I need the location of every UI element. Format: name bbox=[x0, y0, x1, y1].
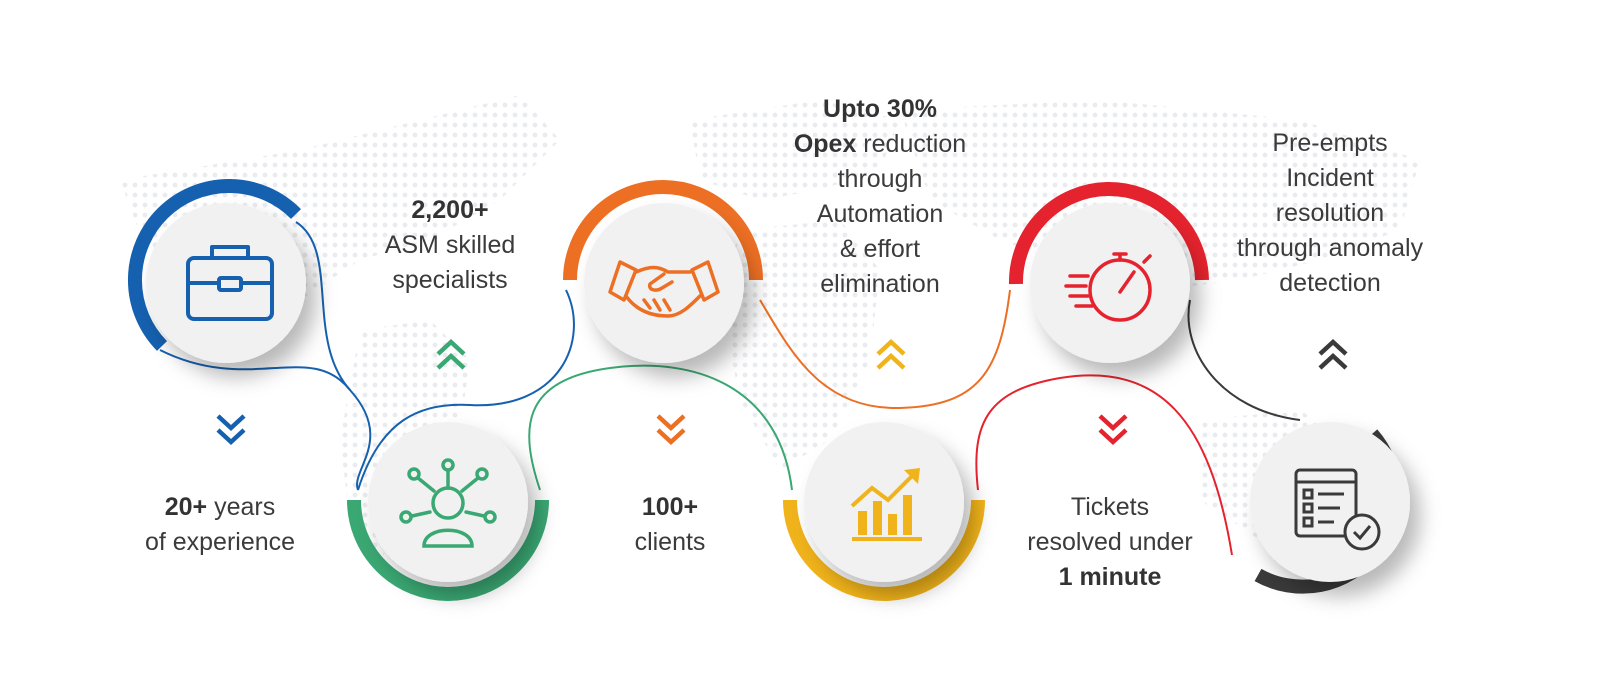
stat-label: Pre-empts bbox=[1272, 129, 1388, 157]
down-chevron-icon bbox=[656, 414, 686, 446]
handshake-icon bbox=[608, 260, 720, 318]
stat-incident: Pre-empts Incident resolution through an… bbox=[1200, 126, 1460, 301]
stat-label: through bbox=[837, 165, 923, 193]
stat-clients: 100+ clients bbox=[560, 490, 780, 560]
stat-label: specialists bbox=[392, 266, 508, 294]
stat-value: 1 minute bbox=[1058, 563, 1162, 591]
stat-label: clients bbox=[634, 528, 706, 556]
stat-label: Tickets bbox=[1070, 493, 1150, 521]
down-chevron-icon bbox=[1098, 414, 1128, 446]
stat-label: through anomaly bbox=[1236, 234, 1424, 262]
growth-chart-icon bbox=[850, 468, 922, 541]
node-specialists bbox=[347, 422, 549, 601]
stat-tickets: Tickets resolved under 1 minute bbox=[990, 490, 1230, 595]
up-chevron-icon bbox=[1318, 338, 1348, 370]
stat-value: Upto 30% bbox=[823, 95, 937, 123]
briefcase-icon bbox=[186, 245, 274, 321]
stat-label: ASM skilled bbox=[384, 231, 516, 259]
stat-label: Automation bbox=[816, 200, 944, 228]
node-tickets bbox=[1008, 182, 1209, 363]
stat-label: years bbox=[207, 493, 276, 521]
stat-value: 2,200+ bbox=[411, 196, 489, 224]
up-chevron-icon bbox=[876, 338, 906, 370]
stat-label: resolution bbox=[1275, 199, 1385, 227]
node-experience bbox=[127, 178, 306, 363]
stat-value: 100+ bbox=[641, 493, 699, 521]
stat-opex: Upto 30% Opex reduction through Automati… bbox=[760, 92, 1000, 302]
node-incident bbox=[1250, 422, 1410, 594]
stat-label: of experience bbox=[144, 528, 296, 556]
checklist-icon bbox=[1294, 468, 1381, 551]
specialist-network-icon bbox=[399, 458, 497, 548]
stat-label: detection bbox=[1279, 269, 1381, 297]
stat-value: Opex bbox=[793, 130, 857, 158]
stat-label: reduction bbox=[856, 130, 967, 158]
up-chevron-icon bbox=[436, 338, 466, 370]
node-clients bbox=[563, 180, 763, 363]
stat-specialists: 2,200+ ASM skilled specialists bbox=[340, 193, 560, 298]
stat-label: & effort bbox=[839, 235, 921, 263]
stat-value: 20+ bbox=[164, 493, 208, 521]
stopwatch-icon bbox=[1064, 252, 1152, 322]
stat-label: Incident bbox=[1286, 164, 1374, 192]
stat-experience: 20+ years of experience bbox=[110, 490, 330, 560]
down-chevron-icon bbox=[216, 414, 246, 446]
node-opex bbox=[783, 422, 985, 601]
stat-label: resolved under bbox=[1027, 528, 1193, 556]
stat-label: elimination bbox=[820, 270, 940, 298]
